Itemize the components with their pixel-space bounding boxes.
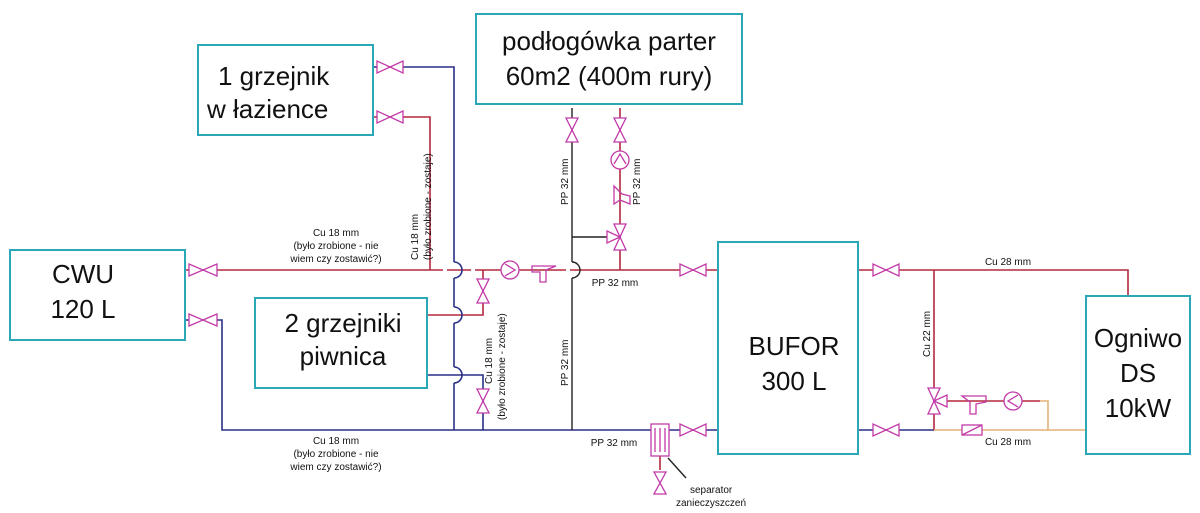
floor-heating-label-line-1: podłogówka parter <box>502 26 716 56</box>
hot-pipe-basement <box>427 270 484 316</box>
basement-label-line-1: 2 grzejniki <box>284 308 401 338</box>
pipe-crossover <box>453 261 463 279</box>
cu18-vertical-lower-label-2: (było zrobione - zostaje) <box>497 313 508 420</box>
check-valve-icon <box>960 395 987 415</box>
cwu-label-line-2: 120 L <box>50 294 115 324</box>
bufor-tank-box: BUFOR 300 L <box>717 241 859 455</box>
valve-icon <box>188 313 218 327</box>
separator-icon <box>650 423 670 457</box>
pump-icon <box>500 260 520 280</box>
valve-icon <box>564 117 580 143</box>
three-way-valve-port <box>606 229 622 245</box>
valve-icon <box>652 471 668 495</box>
valve-icon <box>612 117 628 143</box>
valve-icon <box>679 262 707 278</box>
cwu-label-line-1: CWU <box>52 259 114 289</box>
basement-radiators-box: 2 grzejniki piwnica <box>254 297 428 389</box>
pp32-vertical-left-bottom-label: PP 32 mm <box>560 340 571 387</box>
valves <box>188 59 948 495</box>
separator-label-2: zanieczyszczeń <box>676 498 746 509</box>
ogniwo-label-line-3: 10kW <box>1105 393 1172 423</box>
cu28-bottom-label: Cu 28 mm <box>985 437 1031 448</box>
valve-icon <box>376 59 404 75</box>
valve-icon <box>679 422 707 438</box>
valve-icon <box>475 388 491 414</box>
cu18-top-label-1: Cu 18 mm <box>313 228 359 239</box>
pipe-crossover <box>571 261 581 279</box>
hot-pipe-bufor-ogniwo <box>858 269 1129 296</box>
separator-leader-line <box>667 457 687 479</box>
pp32-vertical-left-top-label: PP 32 mm <box>560 159 571 206</box>
pipe-crossover <box>453 306 463 324</box>
pp32-bottom-label: PP 32 mm <box>591 438 638 449</box>
cu18-bottom-label-1: Cu 18 mm <box>313 436 359 447</box>
check-valves <box>531 184 987 436</box>
check-valve-icon <box>531 265 557 283</box>
valve-icon <box>872 422 900 438</box>
separator-label-1: separator <box>690 485 733 496</box>
floor-heating-box: podłogówka parter 60m2 (400m rury) <box>475 13 743 105</box>
floor-heating-label-line-2: 60m2 (400m rury) <box>506 61 713 91</box>
bathroom-label-line-1: 1 grzejnik <box>218 61 330 91</box>
bufor-label-line-1: BUFOR <box>749 331 840 361</box>
cu18-vertical-upper-label-2: (było zrobione - zostaje) <box>423 153 434 260</box>
pump-icon <box>1003 391 1023 411</box>
cu18-vertical-upper-label-1: Cu 18 mm <box>410 214 421 260</box>
cu22-vertical-label: Cu 22 mm <box>922 311 933 357</box>
hot-pipe-bathroom <box>373 116 431 270</box>
valve-icon <box>376 109 404 125</box>
basement-label-line-2: piwnica <box>300 341 387 371</box>
flow-meter-icon <box>961 424 983 436</box>
cu18-bottom-label-2: (było zrobione - nie <box>293 449 378 460</box>
cwu-tank-box: CWU 120 L <box>9 249 186 341</box>
ogniwo-label-line-2: DS <box>1120 358 1156 388</box>
cu18-bottom-label-3: wiem czy zostawić?) <box>289 462 381 473</box>
bathroom-radiator-box: 1 grzejnik w łazience <box>197 44 374 136</box>
bathroom-label-line-2: w łazience <box>206 94 328 124</box>
cu18-top-label-3: wiem czy zostawić?) <box>289 254 381 265</box>
valve-icon <box>475 278 491 304</box>
cu18-vertical-lower-label-1: Cu 18 mm <box>484 338 495 384</box>
pp32-mid-label: PP 32 mm <box>592 278 639 289</box>
bufor-label-line-2: 300 L <box>761 366 826 396</box>
ogniwo-label-line-1: Ogniwo <box>1094 323 1182 353</box>
valve-icon <box>188 263 218 277</box>
valve-icon <box>872 262 900 278</box>
boiler-link-pipe <box>1040 400 1086 431</box>
pipe-labels: Cu 18 mm (było zrobione - nie wiem czy z… <box>289 153 1031 509</box>
cu28-top-label: Cu 28 mm <box>985 257 1031 268</box>
pumps <box>500 150 1023 411</box>
three-way-valve-port <box>932 393 948 409</box>
pump-icon <box>610 150 630 170</box>
ogniwo-boiler-box: Ogniwo DS 10kW <box>1085 295 1191 455</box>
cu18-top-label-2: (było zrobione - nie <box>293 241 378 252</box>
pp32-vertical-right-label: PP 32 mm <box>632 159 643 206</box>
check-valve-icon <box>613 184 631 206</box>
